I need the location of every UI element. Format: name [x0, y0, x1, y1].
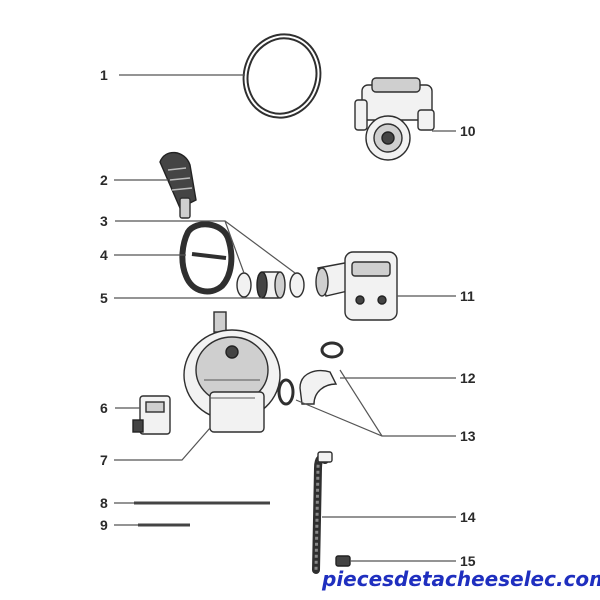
callout-6: 6: [100, 400, 108, 416]
part-13-elbow: [277, 369, 338, 406]
callout-2: 2: [100, 172, 108, 188]
callout-11: 11: [460, 288, 475, 304]
callout-1: 1: [100, 67, 108, 83]
callout-10: 10: [460, 123, 476, 139]
callout-7: 7: [100, 452, 108, 468]
part-4-gasket: [179, 221, 235, 295]
callout-13: 13: [460, 428, 476, 444]
callout-8: 8: [100, 495, 108, 511]
leader-7: [114, 427, 211, 461]
part-5-connector: [256, 271, 286, 299]
part-12-oring: [320, 341, 344, 359]
callout-4: 4: [100, 247, 108, 263]
leader-13a: [295, 399, 456, 437]
watermark-text: piecesdetacheeselec.com: [321, 567, 600, 591]
part-11-heater: [315, 251, 398, 321]
callout-14: 14: [460, 509, 476, 525]
callout-5: 5: [100, 290, 108, 306]
part-7-sump: [183, 311, 281, 433]
part-1-gasket-ring: [242, 33, 322, 119]
callout-15: 15: [460, 553, 476, 569]
callout-12: 12: [460, 370, 476, 386]
callout-9: 9: [100, 517, 108, 533]
part-2-sensor: [159, 151, 197, 219]
leader-13b: [339, 369, 383, 437]
part-3-seals: [236, 272, 305, 298]
leader-3b: [224, 220, 296, 274]
part-15-clip: [335, 555, 351, 567]
part-6-valve-motor: [132, 395, 171, 435]
part-14-hose: [312, 451, 333, 574]
part-10-pump: [354, 77, 435, 161]
callout-3: 3: [100, 213, 108, 229]
